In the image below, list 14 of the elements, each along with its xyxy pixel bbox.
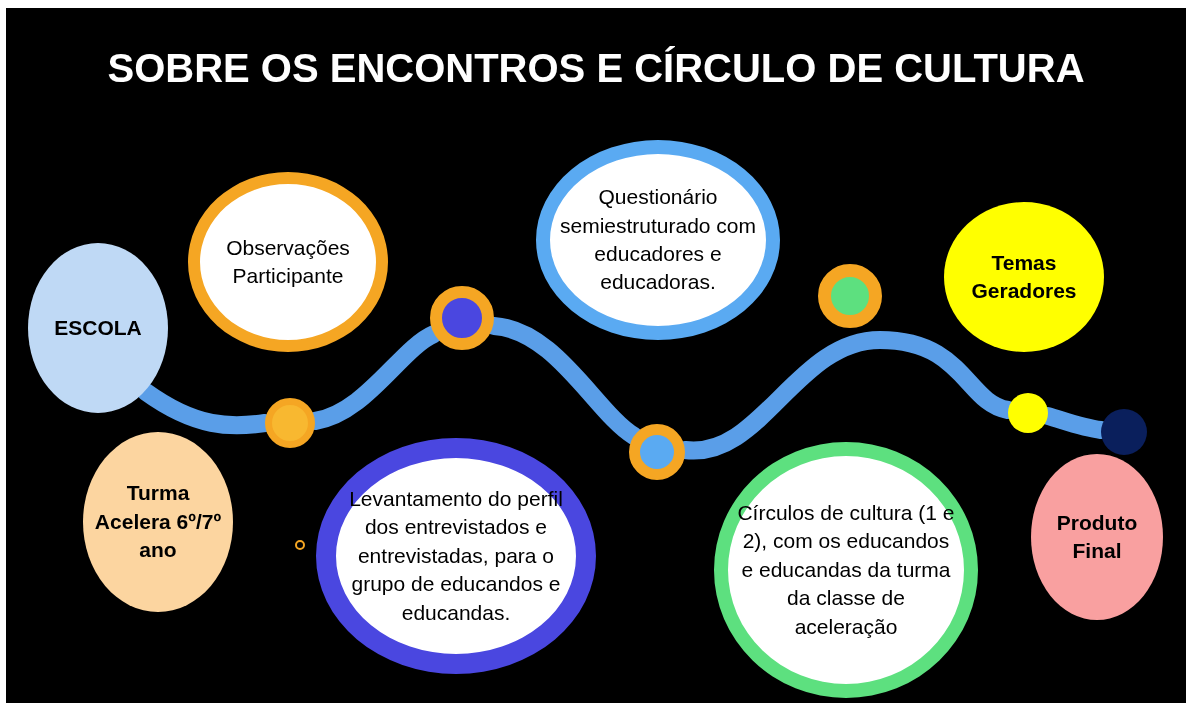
node-text: ESCOLA xyxy=(53,314,143,341)
dot-marker xyxy=(295,540,305,550)
node-text: Turma Acelera 6º/7º ano xyxy=(93,480,223,564)
dot-marker xyxy=(265,398,315,448)
node-text: Questionário semiestruturado com educadores e educadoras. xyxy=(558,184,758,296)
dot-marker xyxy=(1101,409,1147,455)
node-text: Produto Final xyxy=(1055,509,1139,564)
dot-marker xyxy=(1008,393,1048,433)
title: SOBRE OS ENCONTROS E CÍRCULO DE CULTURA xyxy=(106,46,1086,91)
dot-marker xyxy=(430,286,494,350)
node-text: Temas Geradores xyxy=(970,249,1078,304)
node-text: Observações Participante xyxy=(225,234,351,289)
dot-marker xyxy=(629,424,685,480)
dot-marker xyxy=(818,264,882,328)
